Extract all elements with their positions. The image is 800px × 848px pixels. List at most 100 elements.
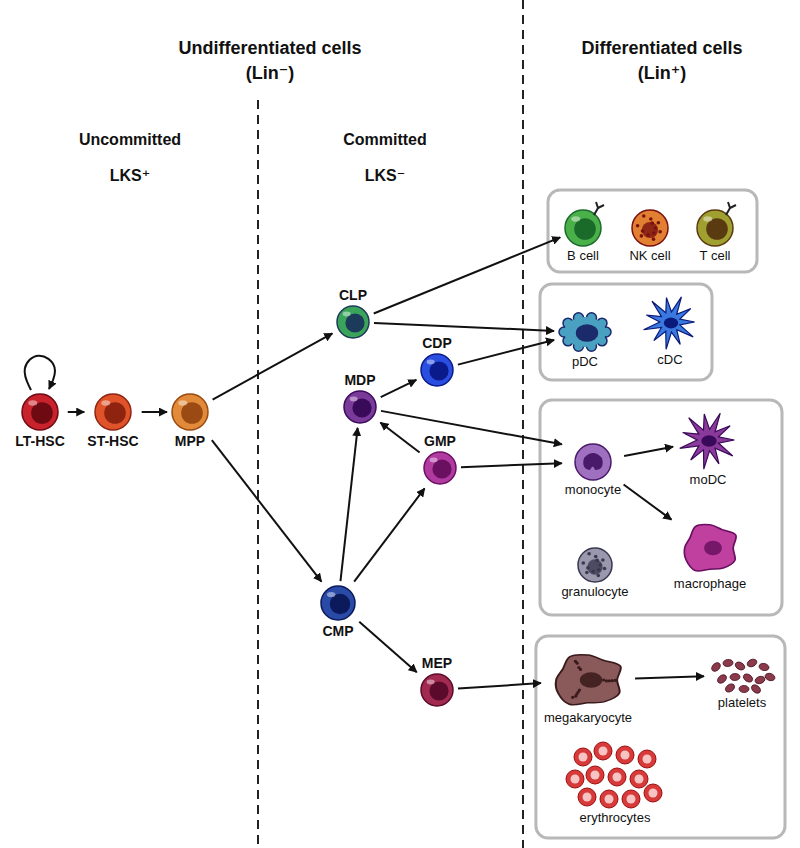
cell-picture — [319, 584, 357, 622]
cell-icon — [644, 297, 695, 349]
cell-icon — [697, 202, 736, 246]
lineage-arrow — [381, 380, 417, 397]
lineage-arrow — [354, 488, 424, 581]
lineage-arrow — [624, 484, 672, 519]
lineage-arrow — [374, 237, 560, 313]
cell-icon — [566, 742, 662, 808]
cell-node: ST-HSC — [87, 392, 138, 450]
cell-icon — [421, 674, 453, 706]
heading-label: Committed — [343, 131, 427, 149]
cell-node: cDC — [640, 292, 700, 369]
cell-node: CLP — [335, 286, 371, 340]
cell-node: erythrocytes — [565, 740, 665, 827]
cell-picture — [707, 655, 777, 695]
cell-icon — [559, 313, 611, 352]
cell-icon — [632, 210, 668, 246]
cell-picture — [20, 392, 60, 432]
cell-label: MPP — [175, 432, 205, 450]
cell-icon — [710, 658, 776, 695]
cell-label: macrophage — [674, 576, 746, 593]
cell-group-box — [548, 190, 757, 272]
lineage-arrow — [68, 411, 85, 413]
cell-label: CLP — [339, 286, 367, 304]
cell-label: granulocyte — [561, 584, 628, 601]
cell-picture — [335, 304, 371, 340]
cell-node: MDP — [342, 371, 378, 425]
cell-label: cDC — [657, 352, 682, 369]
cell-label: GMP — [424, 432, 456, 450]
cell-picture — [630, 208, 670, 248]
cell-picture — [573, 442, 613, 482]
cell-picture — [563, 208, 603, 248]
cell-node: pDC — [557, 310, 613, 371]
cell-node: CDP — [419, 334, 455, 388]
cell-node: moDC — [676, 408, 740, 489]
cell-picture — [676, 408, 740, 472]
cell-label: CDP — [422, 334, 452, 352]
cell-icon — [95, 394, 131, 430]
cell-icon — [321, 586, 355, 620]
lineage-arrow — [340, 428, 357, 581]
cell-icon — [684, 525, 736, 572]
cell-picture — [342, 389, 378, 425]
cell-label: megakaryocyte — [544, 710, 632, 727]
lineage-arrow — [374, 323, 554, 331]
cell-label: moDC — [690, 472, 727, 489]
divider-line — [522, 0, 524, 848]
cell-label: ST-HSC — [87, 432, 138, 450]
lineage-arrow — [213, 333, 333, 399]
heading-label: Differentiated cells — [581, 38, 742, 59]
cell-picture — [419, 352, 455, 388]
cell-label: NK cell — [629, 248, 670, 265]
cell-group-box — [540, 284, 712, 380]
cell-picture — [695, 208, 735, 248]
heading-label: (Lin⁺) — [638, 62, 686, 84]
heading-label: Undifferentiated cells — [178, 38, 361, 59]
cell-node: B cell — [563, 208, 603, 265]
cell-picture — [678, 520, 742, 576]
cell-node: LT-HSC — [15, 392, 65, 450]
cell-label: MEP — [422, 654, 452, 672]
lineage-arrow — [458, 340, 554, 365]
cell-node: macrophage — [674, 520, 746, 593]
lineage-arrow — [380, 423, 419, 453]
heading-label: LKS⁺ — [110, 166, 150, 185]
cell-node: MEP — [419, 654, 455, 708]
cell-picture — [93, 392, 133, 432]
cell-group-box — [540, 400, 782, 615]
lineage-arrow — [359, 622, 416, 673]
cell-icon — [575, 444, 611, 480]
cell-node: GMP — [422, 432, 458, 486]
heading-label: LKS⁻ — [365, 166, 405, 185]
cell-node: megakaryocyte — [544, 650, 632, 727]
lineage-arrow — [212, 440, 322, 581]
cell-label: LT-HSC — [15, 432, 65, 450]
cell-node: CMP — [319, 584, 357, 640]
cell-label: pDC — [572, 354, 598, 371]
cell-icon — [680, 413, 735, 469]
cell-icon — [556, 655, 621, 705]
lineage-arrow — [142, 411, 167, 413]
cell-node: T cell — [695, 208, 735, 265]
lineage-arrow — [25, 356, 55, 390]
cell-node: NK cell — [629, 208, 670, 265]
divider-line — [257, 100, 259, 848]
cell-picture — [548, 650, 628, 710]
cell-icon — [565, 202, 604, 246]
cell-node: platelets — [707, 655, 777, 712]
cell-icon — [424, 452, 456, 484]
cell-icon — [578, 548, 612, 582]
cell-icon — [337, 306, 369, 338]
cell-label: erythrocytes — [580, 810, 651, 827]
cell-picture — [565, 740, 665, 810]
heading-label: Uncommitted — [79, 131, 181, 149]
heading-label: (Lin⁻) — [246, 62, 294, 84]
cell-node: granulocyte — [561, 546, 628, 601]
cell-label: CMP — [322, 622, 353, 640]
cell-label: B cell — [567, 248, 599, 265]
cell-icon — [22, 394, 58, 430]
group-boxes — [536, 190, 785, 838]
lineage-arrow — [381, 411, 562, 444]
cell-icon — [421, 354, 453, 386]
cell-node: monocyte — [565, 442, 621, 499]
